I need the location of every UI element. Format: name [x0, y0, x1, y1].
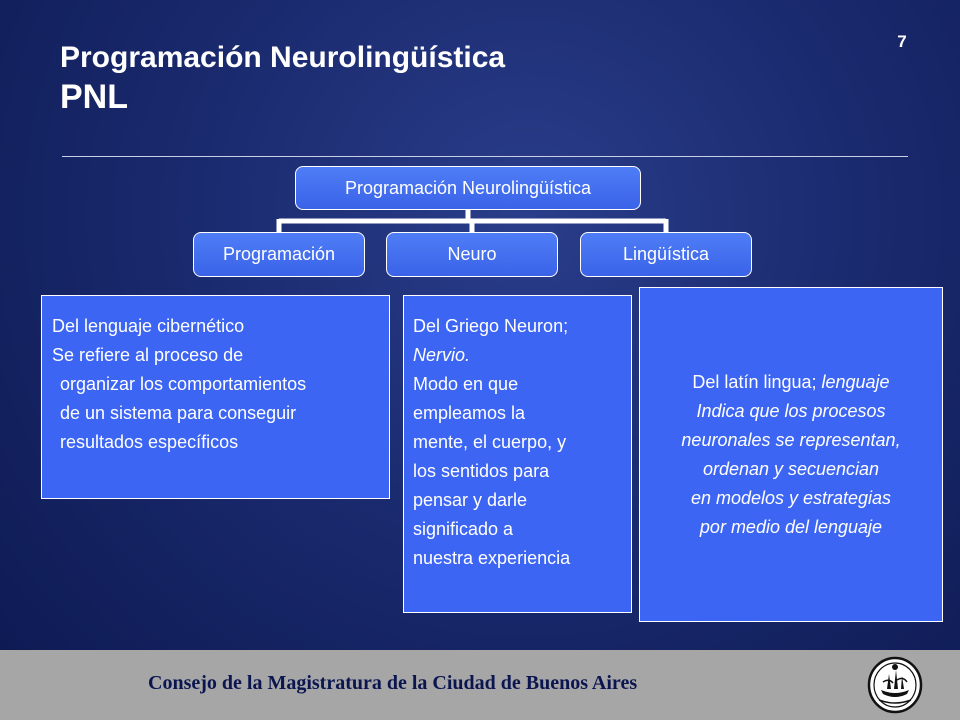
box-programacion: Del lenguaje cibernético Se refiere al p…	[41, 295, 390, 499]
box-linguistica-origin: Del latín lingua;	[692, 371, 822, 392]
title-line-2: PNL	[60, 78, 128, 116]
box-neuro-line: los sentidos para	[413, 461, 550, 481]
box-linguistica-line: ordenan y secuencian	[702, 458, 880, 479]
diagram-node-linguistica: Lingüística	[580, 232, 752, 277]
box-programacion-line: resultados específicos	[60, 432, 239, 452]
footer-institution: Consejo de la Magistratura de la Ciudad …	[148, 672, 638, 694]
slide-number: 7	[897, 32, 907, 51]
box-linguistica-line: Del latín lingua; lenguaje	[692, 368, 889, 397]
box-programacion-line: Se refiere al proceso de	[52, 345, 244, 365]
box-neuro-line: Modo en que	[413, 374, 519, 394]
footer-bar	[0, 650, 960, 720]
box-linguistica-line: en modelos y estrategias	[690, 487, 892, 508]
box-linguistica-line: por medio del lenguaje	[699, 516, 883, 537]
box-neuro-line: pensar y darle	[413, 490, 528, 510]
slide-title: Programación Neurolingüística PNL	[60, 40, 505, 118]
diagram-root-node: Programación Neurolingüística	[295, 166, 641, 210]
box-neuro-line: empleamos la	[413, 403, 526, 423]
diagram-node-programacion: Programación	[193, 232, 365, 277]
box-neuro-line: significado a	[413, 519, 514, 539]
box-neuro: Del Griego Neuron; Nervio. Modo en que e…	[403, 295, 632, 613]
box-neuro-line: nuestra experiencia	[413, 548, 571, 568]
box-linguistica-line: Indica que los procesos	[696, 400, 886, 421]
box-linguistica: Del latín lingua; lenguaje Indica que lo…	[639, 287, 943, 622]
box-programacion-line: organizar los comportamientos	[60, 374, 307, 394]
box-linguistica-origin-italic: lenguaje	[821, 371, 890, 392]
box-programacion-line: Del lenguaje cibernético	[52, 316, 245, 336]
title-divider	[62, 156, 908, 157]
city-seal-icon	[867, 656, 923, 714]
box-programacion-line: de un sistema para conseguir	[60, 403, 297, 423]
diagram-node-neuro: Neuro	[386, 232, 558, 277]
title-line-1: Programación Neurolingüística	[60, 41, 506, 74]
box-neuro-line: mente, el cuerpo, y	[413, 432, 567, 452]
box-linguistica-line: neuronales se representan,	[681, 429, 901, 450]
box-neuro-line: Del Griego Neuron;	[413, 316, 569, 336]
box-neuro-line-italic: Nervio.	[413, 345, 471, 365]
